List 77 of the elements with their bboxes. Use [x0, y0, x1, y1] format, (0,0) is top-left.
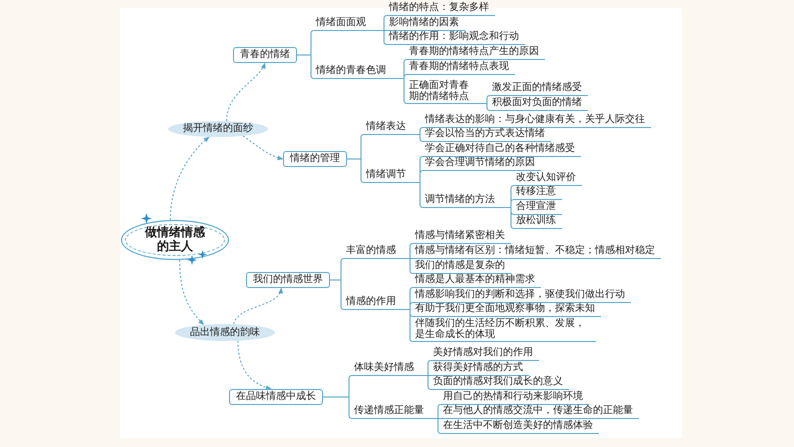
- branch-label: 传递情感正能量: [352, 405, 438, 419]
- connector-line: [420, 170, 424, 183]
- branch-label: 有助于我们更全面地观察事物，探索未知: [413, 303, 601, 317]
- connector-line: [438, 404, 442, 419]
- topic-box: 情绪的管理: [283, 151, 347, 167]
- branch-label: 积极面对负面的情绪: [490, 97, 588, 111]
- connector-line: [410, 302, 414, 310]
- connector-line: [322, 396, 352, 419]
- branch-label: 学会正确对待自己的各种情绪感受: [423, 143, 581, 157]
- branch-label: 学会合理调节情绪的原因: [423, 157, 541, 171]
- branch-label: 获得美好情感的方式: [431, 362, 529, 376]
- connector-line: [410, 258, 414, 274]
- branch-label: 情感的作用: [344, 296, 410, 310]
- branch-label: 情感与情绪紧密相关: [413, 230, 511, 244]
- connector-line: [384, 30, 388, 45]
- branch-label: 影响情绪的因素: [387, 17, 465, 31]
- connector-line: [438, 418, 442, 419]
- branch-label: 情感与情绪有区别：情绪短暂、不稳定；情感相对稳定: [413, 245, 661, 259]
- dotted-arrow: [179, 259, 204, 326]
- connector-line: [384, 30, 388, 31]
- branch-label: 调节情绪的方法: [423, 194, 511, 208]
- topic-box: 在品味情感中成长: [229, 389, 323, 405]
- branch-label: 青春期的情绪特点表现: [407, 61, 515, 75]
- connector-line: [420, 127, 424, 135]
- branch-label: 情绪的作用：影响观念和行动: [387, 31, 525, 45]
- branch-label: 在生活中不断创造美好的情感体验: [441, 420, 599, 434]
- branch-label: 丰富的情感: [344, 245, 410, 259]
- connector-line: [384, 15, 388, 31]
- branch-label: 放松训练: [514, 215, 562, 229]
- connector-line: [346, 158, 364, 183]
- branch-label: 在与他人的情感交流中，传递生命的正能量: [441, 405, 639, 419]
- branch-label: 情绪的青春色调: [314, 65, 404, 79]
- branch-label: 正确面对青春期的情绪特点: [407, 80, 487, 104]
- branch-label: 激发正面的情绪感受: [490, 82, 588, 96]
- connector-line: [330, 280, 344, 310]
- branch-label: 情绪的特点：复杂多样: [387, 2, 495, 16]
- branch-label: 用自己的热情和行动来影响环境: [441, 391, 589, 405]
- connector-line: [410, 243, 414, 259]
- branch-label: 我们的情感是复杂的: [413, 260, 511, 274]
- branch-label: 情绪表达: [364, 121, 420, 135]
- topic-box: 我们的情感世界: [246, 272, 330, 288]
- connector-line: [428, 375, 432, 390]
- connector-line: [420, 182, 424, 208]
- dotted-arrow: [237, 340, 272, 390]
- branch-label: 学会以恰当的方式表达情绪: [423, 128, 551, 142]
- connector-line: [404, 59, 408, 79]
- branch-label: 体味美好情感: [352, 362, 428, 376]
- branch-label: 情感是人最基本的精神需求: [413, 274, 541, 288]
- branch-label: 转移注意: [514, 186, 562, 200]
- dotted-arrow: [242, 135, 284, 160]
- branch-label: 负面的情感对我们成长的意义: [431, 376, 569, 390]
- branch-label: 情绪调节: [364, 169, 420, 183]
- connector-line: [404, 74, 408, 79]
- connector-line: [510, 199, 514, 208]
- connector-line: [410, 309, 414, 342]
- branch-label: 合理宣泄: [514, 201, 562, 215]
- dotted-arrow: [233, 288, 282, 325]
- branch-label: 青春期的情绪特点产生的原因: [407, 46, 545, 60]
- branch-label: 情绪表达的影响：与身心健康有关，关乎人际交往: [423, 114, 651, 128]
- connector-line: [420, 134, 424, 142]
- connector-line: [410, 258, 414, 259]
- branch-label: 情感影响我们的判断和选择，驱使我们做出行动: [413, 289, 631, 303]
- dotted-arrow: [226, 62, 266, 122]
- connector-line: [404, 78, 408, 104]
- connector-line: [486, 95, 490, 104]
- branch-label: 情绪面面观: [314, 17, 384, 31]
- connector-line: [296, 54, 314, 79]
- branch-label: 改变认知评价: [514, 172, 582, 186]
- branch-label: 美好情感对我们的作用: [431, 347, 539, 361]
- connector-line: [428, 360, 432, 376]
- connector-line: [438, 418, 442, 434]
- connector-line: [428, 375, 432, 376]
- topic-box: 青春的情绪: [233, 47, 297, 63]
- connector-line: [510, 207, 514, 229]
- connector-line: [486, 103, 490, 111]
- branch-label: 伴随我们的生活经历不断积累、发展，是生命成长的体现: [413, 318, 596, 342]
- dotted-arrow: [170, 136, 210, 221]
